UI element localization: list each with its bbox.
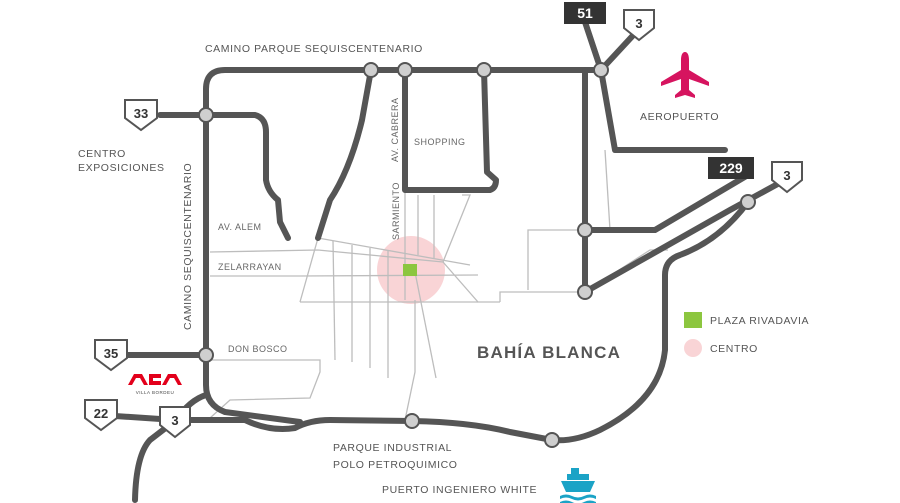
aeropuerto-label: AEROPUERTO: [640, 111, 719, 123]
legend: PLAZA RIVADAVIA CENTRO: [684, 312, 809, 357]
aca-logo: VILLA BORDEU: [128, 374, 182, 395]
parque-industrial-label-2: POLO PETROQUIMICO: [333, 459, 458, 471]
route-shield-22: 22: [84, 399, 118, 432]
svg-text:VILLA BORDEU: VILLA BORDEU: [136, 390, 175, 395]
zelarrayan-label: ZELARRAYAN: [218, 262, 282, 272]
shopping-label: SHOPPING: [414, 137, 466, 147]
centro-exposiciones-label-1: CENTRO: [78, 148, 126, 160]
legend-centro-swatch: [684, 339, 702, 357]
parque-industrial-label-1: PARQUE INDUSTRIAL: [333, 442, 452, 454]
sarmiento-label: SARMIENTO: [391, 182, 401, 240]
airplane-icon: [661, 52, 709, 98]
svg-text:33: 33: [134, 106, 148, 121]
plaza-rivadavia-marker: [403, 264, 417, 276]
camino-sesquicentenario-label: CAMINO SEQUISCENTENARIO: [182, 163, 194, 330]
route-shield-51: 51: [564, 2, 606, 24]
svg-text:3: 3: [783, 168, 790, 183]
don-bosco-label: DON BOSCO: [228, 344, 288, 354]
route-shield-3-bottom: 3: [159, 406, 191, 439]
main-roads: [97, 19, 788, 503]
road-junctions: [198, 62, 756, 448]
av-cabrera-label: AV. CABRERA: [390, 97, 400, 162]
route-shield-3-right: 3: [771, 161, 803, 194]
camino-parque-label: CAMINO PARQUE SEQUISCENTENARIO: [205, 43, 423, 55]
svg-text:22: 22: [94, 406, 108, 421]
svg-text:51: 51: [577, 5, 593, 21]
ship-icon: [560, 468, 596, 503]
city-label: BAHÍA BLANCA: [477, 343, 621, 362]
legend-centro-label: CENTRO: [710, 343, 758, 355]
svg-text:3: 3: [635, 16, 642, 31]
svg-text:35: 35: [104, 346, 118, 361]
route-shield-35: 35: [94, 339, 128, 372]
route-shield-3-top: 3: [623, 9, 655, 42]
svg-text:3: 3: [171, 413, 178, 428]
legend-plaza-swatch: [684, 312, 702, 328]
svg-text:229: 229: [719, 160, 743, 176]
route-shield-229: 229: [708, 157, 754, 179]
av-alem-label: AV. ALEM: [218, 222, 262, 232]
puerto-label: PUERTO INGENIERO WHITE: [382, 484, 537, 496]
legend-plaza-label: PLAZA RIVADAVIA: [710, 315, 809, 327]
route-shield-33: 33: [124, 99, 158, 132]
centro-exposiciones-label-2: EXPOSICIONES: [78, 162, 165, 174]
